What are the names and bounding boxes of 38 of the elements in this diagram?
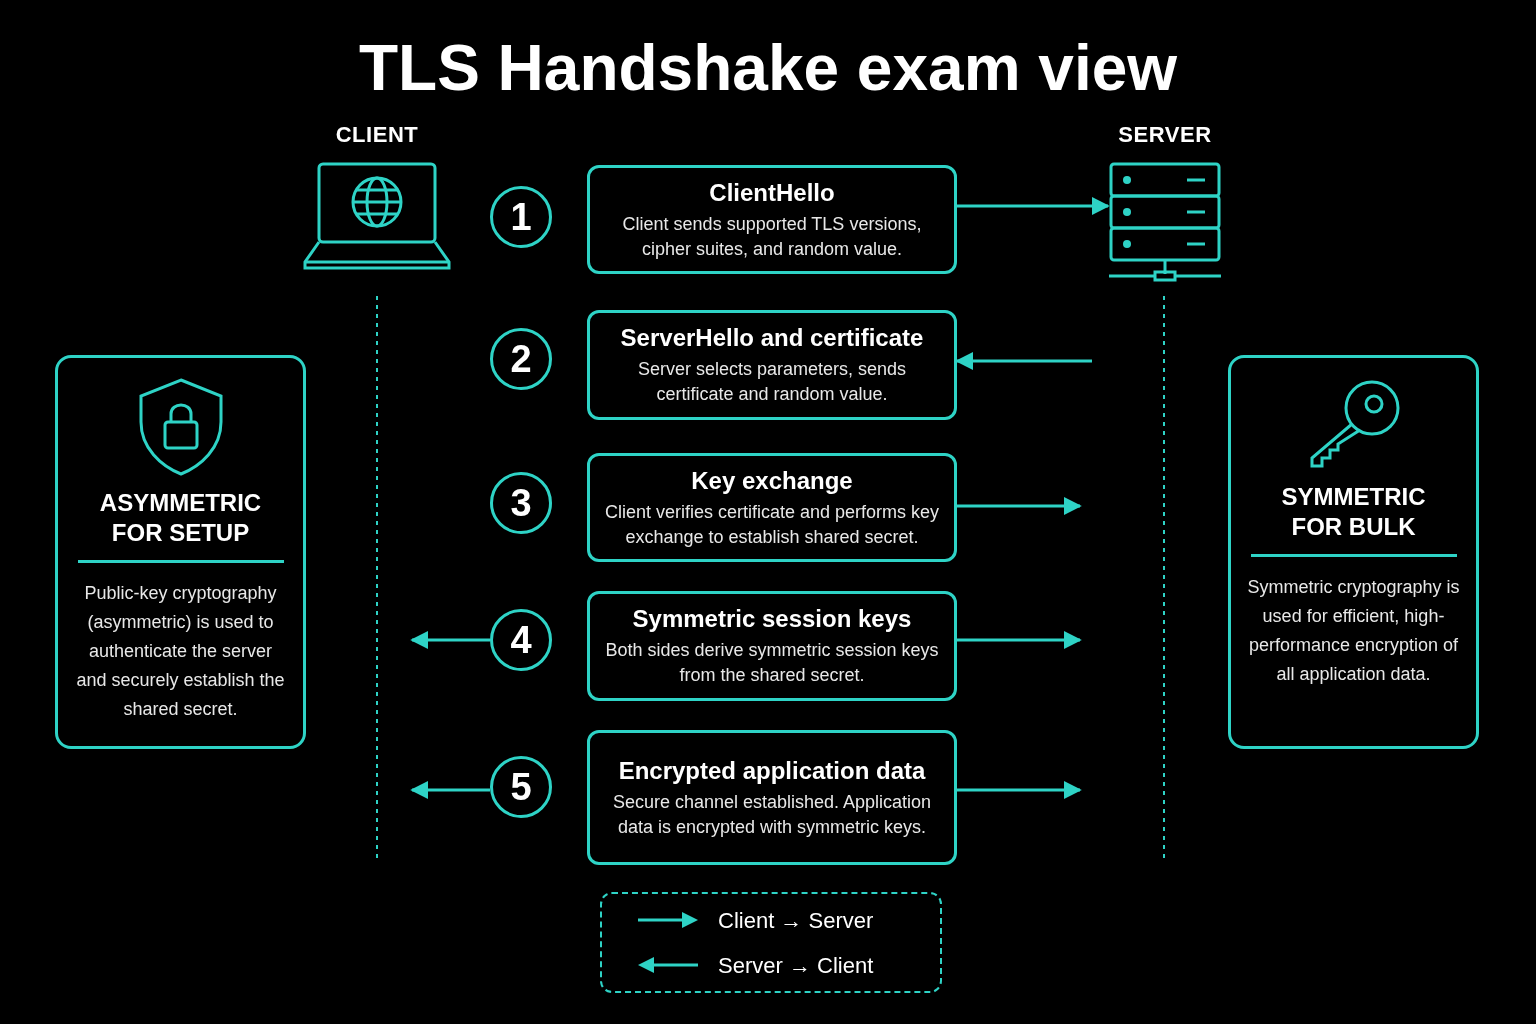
legend-text: Server → Client (718, 951, 874, 980)
step-description: Client verifies certificate and performs key exchange to establish shared secret. (603, 500, 941, 549)
step-description: Both sides derive symmetric session keys from the shared secret. (604, 639, 940, 687)
step-number: 3 (490, 472, 552, 534)
arrow (410, 631, 490, 649)
step-title: ServerHello and certificate (620, 323, 924, 353)
arrow (410, 781, 490, 799)
arrow (957, 781, 1082, 799)
panel-text: Symmetric cryptography is used for efficient, high-performance encryption of all application data. (1247, 576, 1460, 686)
arrow (957, 631, 1082, 649)
panel-heading: ASYMMETRIC FOR SETUP (98, 488, 263, 548)
legend-text: Client → Server (718, 906, 874, 935)
step-title: Encrypted application data (618, 755, 926, 786)
info-panel (55, 355, 306, 749)
step-description: Secure channel established. Application data is encrypted with symmetric keys. (611, 790, 933, 839)
info-panel (1228, 355, 1479, 749)
step-number: 4 (490, 609, 552, 671)
lane-heading: SERVER (1118, 124, 1212, 146)
panel-heading: SYMMETRIC FOR BULK (1280, 482, 1427, 542)
arrow (957, 497, 1082, 515)
panel-text: Public-key cryptography (asymmetric) is used to authenticate the server and securely establish the shared secret. (75, 582, 286, 721)
step-box (587, 453, 957, 562)
step-title: ClientHello (709, 177, 835, 208)
step-title: Symmetric session keys (632, 604, 912, 634)
step-box (587, 591, 957, 701)
step-number: 2 (490, 328, 552, 390)
step-box (587, 730, 957, 865)
step-number: 1 (490, 186, 552, 248)
step-description: Client sends supported TLS versions, cipher suites, and random value. (621, 212, 923, 261)
arrow (955, 352, 1092, 370)
step-box (587, 165, 957, 274)
step-description: Server selects parameters, sends certificate and random value. (636, 358, 908, 406)
arrow (957, 197, 1110, 215)
title: TLS Handshake exam view (357, 31, 1179, 106)
step-box (587, 310, 957, 420)
step-number: 5 (490, 756, 552, 818)
step-title: Key exchange (691, 465, 853, 496)
lane-heading: CLIENT (335, 124, 419, 146)
